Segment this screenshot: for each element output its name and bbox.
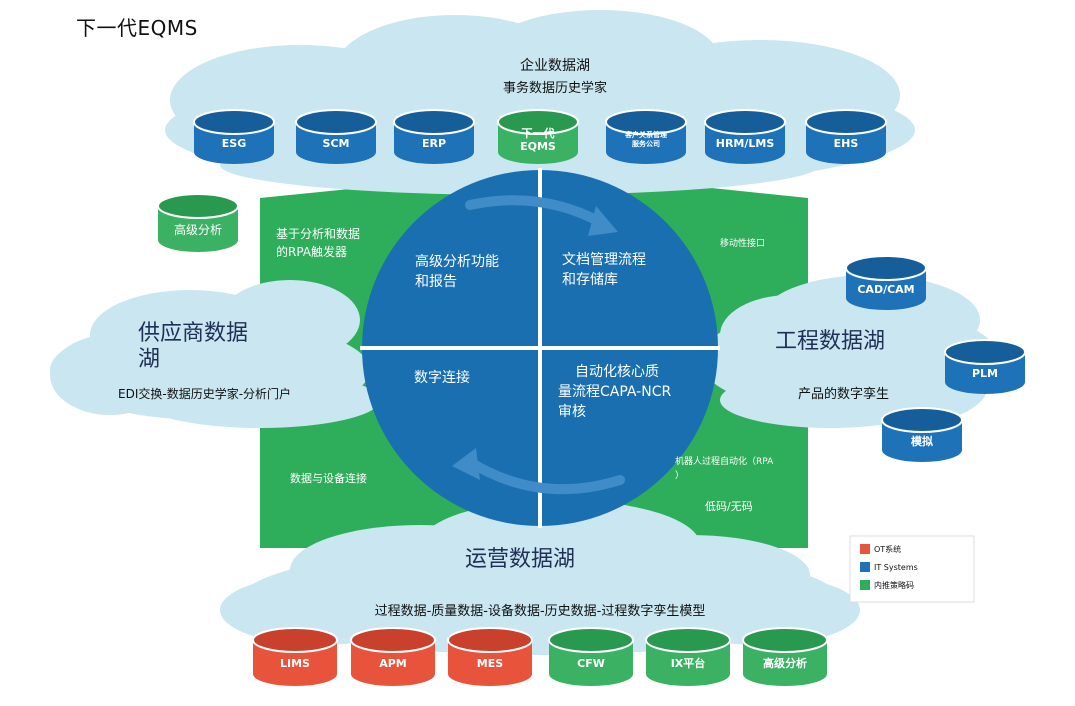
operations-lake-title: 运营数据湖 — [465, 547, 575, 572]
legend-label-0: OT系统 — [874, 544, 901, 554]
legend-swatch-0 — [860, 544, 870, 554]
enterprise-cylinder-4-label: 客户关系管理 — [624, 130, 667, 139]
operations-cylinder-5: 高级分析 — [742, 627, 828, 686]
enterprise-cylinder-3-label-2: EQMS — [520, 140, 556, 153]
quadrant-tl-line-1: 高级分析功能 — [415, 253, 499, 270]
rpa-text-2: ） — [675, 470, 684, 481]
rpa-trigger-text-1: 基于分析和数据 — [276, 226, 360, 241]
operations-cylinder-3-label: CFW — [577, 657, 605, 670]
enterprise-cylinder-1: SCM — [295, 109, 377, 164]
quadrant-tr-line-1: 文档管理流程 — [562, 252, 646, 268]
legend-swatch-1 — [860, 562, 870, 572]
enterprise-cylinder-2: ERP — [393, 109, 475, 164]
quadrant-bl-line-1: 数字连接 — [414, 369, 470, 386]
supplier-lake-title-1: 供应商数据 — [138, 321, 248, 346]
enterprise-cylinder-3: 下一代EQMS — [497, 109, 579, 164]
enterprise-cylinder-2-label: ERP — [422, 137, 446, 150]
mobility-interface-text: 移动性接口 — [720, 237, 765, 249]
cycle-arrowhead-top — [588, 206, 618, 236]
legend-label-2: 内推策略码 — [874, 580, 914, 590]
page-title: 下一代EQMS — [76, 16, 198, 40]
advanced-analytics-top-label: 高级分析 — [174, 222, 222, 237]
operations-cylinder-1-label: APM — [379, 657, 407, 670]
operations-cylinder-2-label: MES — [477, 657, 503, 670]
enterprise-cylinder-0: ESG — [193, 109, 275, 164]
quadrant-tr-line-2: 和存储库 — [562, 272, 618, 288]
operations-cylinder-5-label: 高级分析 — [763, 656, 807, 670]
engineering-cloud — [700, 275, 1000, 428]
legend-swatch-2 — [860, 580, 870, 590]
engineering-lake-title: 工程数据湖 — [775, 329, 885, 354]
rpa-trigger-text-2: 的RPA触发器 — [276, 244, 347, 259]
operations-cylinder-3: CFW — [548, 627, 634, 686]
supplier-lake-title-2: 湖 — [138, 347, 160, 372]
enterprise-cylinder-1-label: SCM — [323, 137, 350, 150]
enterprise-cylinder-6: EHS — [805, 109, 887, 164]
enterprise-cylinder-5-label: HRM/LMS — [716, 137, 775, 150]
engineering-cylinder-2-label: 模拟 — [911, 434, 933, 448]
supplier-cloud — [50, 280, 380, 428]
quadrant-tl-line-2: 和报告 — [415, 274, 457, 290]
engineering-cylinder-1-label: PLM — [972, 367, 998, 380]
enterprise-lake-title: 企业数据湖 — [520, 57, 590, 74]
engineering-lake-subtitle: 产品的数字孪生 — [798, 386, 889, 402]
operations-cylinder-2: MES — [447, 627, 533, 686]
legend: OT系统 IT Systems 内推策略码 — [849, 535, 975, 603]
enterprise-cylinder-5: HRM/LMS — [704, 109, 786, 164]
operations-cylinder-4: IX平台 — [645, 627, 731, 686]
quadrant-br-line-3: 审核 — [558, 404, 586, 420]
core-circle — [360, 168, 720, 528]
engineering-cylinder-1: PLM — [944, 339, 1026, 394]
advanced-analytics-top-cylinder: 高级分析 — [157, 193, 239, 252]
cycle-arrowhead-bottom — [452, 448, 480, 480]
legend-label-1: IT Systems — [874, 563, 918, 572]
operations-cylinder-0: LIMS — [252, 627, 338, 686]
cycle-arrow-bottom — [465, 457, 625, 495]
engineering-cylinders: CAD/CAM PLM 模拟 — [845, 255, 1026, 462]
enterprise-cylinder-6-label: EHS — [834, 137, 859, 150]
operations-cylinders: LIMS APM MES CFW IX平台 高级分析 — [252, 627, 828, 686]
engineering-cylinder-0: CAD/CAM — [845, 255, 927, 310]
operations-cylinder-1: APM — [350, 627, 436, 686]
operations-lake-subtitle: 过程数据-质量数据-设备数据-历史数据-过程数字孪生模型 — [375, 603, 706, 619]
enterprise-cylinder-4-label-2: 服务公司 — [632, 139, 660, 148]
engineering-cylinder-0-label: CAD/CAM — [857, 283, 914, 296]
quadrant-br-line-1: 自动化核心质 — [575, 364, 659, 380]
enterprise-lake-subtitle: 事务数据历史学家 — [503, 80, 607, 96]
enterprise-cloud — [165, 10, 915, 195]
operations-cylinder-0-label: LIMS — [280, 657, 310, 670]
quadrant-br-line-2: 量流程CAPA-NCR — [558, 384, 671, 400]
engineering-cylinder-2: 模拟 — [881, 407, 963, 462]
data-device-connect-text: 数据与设备连接 — [290, 471, 367, 485]
enterprise-cylinder-0-label: ESG — [222, 137, 246, 150]
enterprise-cylinder-3-label: 下一代 — [522, 126, 555, 140]
lowcode-text: 低码/无码 — [705, 500, 753, 513]
cycle-arrow-top — [465, 195, 605, 227]
supplier-lake-subtitle: EDI交换-数据历史学家-分析门户 — [118, 386, 291, 401]
rpa-text-1: 机器人过程自动化（RPA — [675, 455, 774, 467]
operations-cylinder-4-label: IX平台 — [671, 656, 706, 670]
